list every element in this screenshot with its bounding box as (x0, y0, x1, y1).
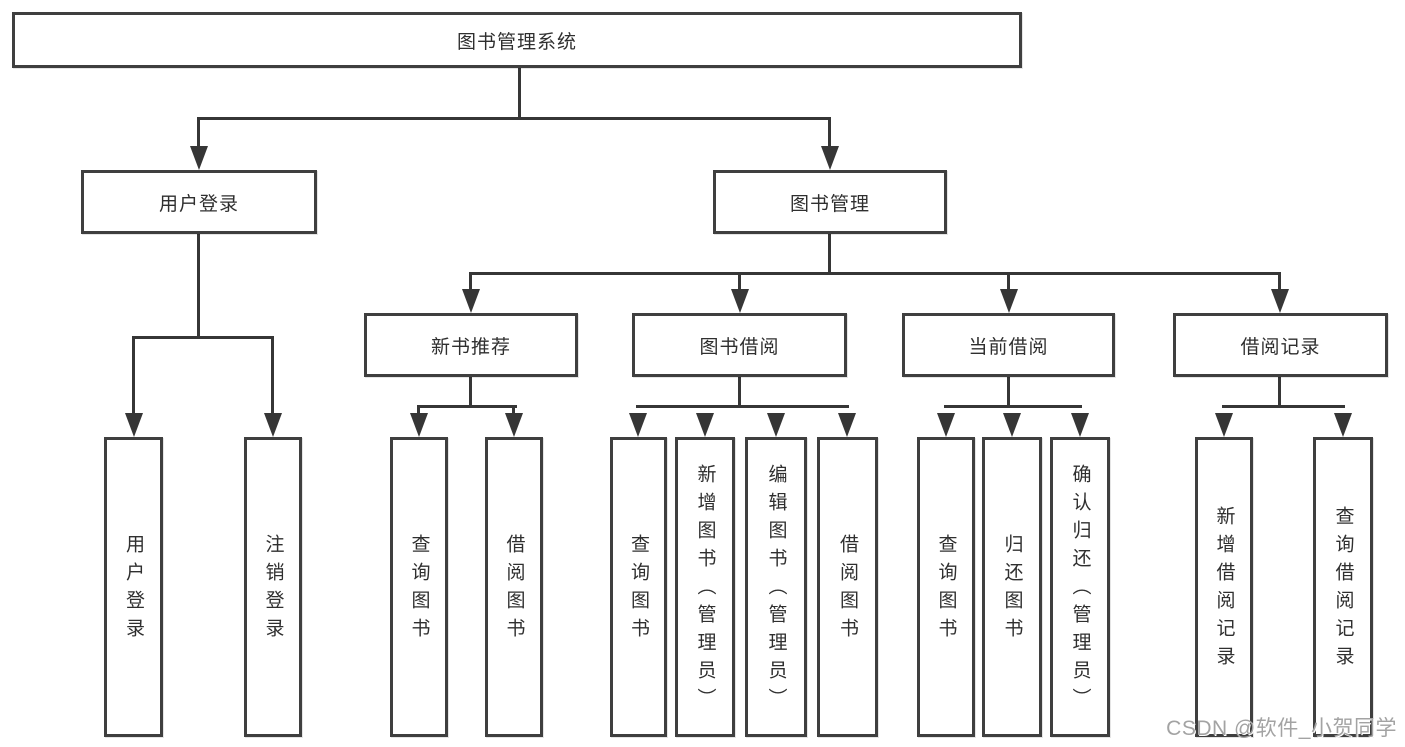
arrow-down-icon (937, 413, 955, 437)
connector-line (828, 117, 831, 149)
connector-line (512, 405, 515, 416)
arrow-down-icon (190, 146, 208, 170)
arrow-down-icon (767, 413, 785, 437)
leaf-label: 新增图书（管理员） (694, 464, 716, 716)
connector-line (944, 405, 1082, 408)
arrow-down-icon (696, 413, 714, 437)
leaf-edit-books-admin: 编辑图书（管理员） (745, 437, 807, 737)
arrow-down-icon (838, 413, 856, 437)
connector-line (469, 272, 472, 292)
node-borrow-records: 借阅记录 (1173, 313, 1388, 377)
arrow-down-icon (264, 413, 282, 437)
leaf-query-books: 查询图书 (917, 437, 975, 737)
leaf-query-books: 查询图书 (390, 437, 448, 737)
node-new-book-recommend: 新书推荐 (364, 313, 578, 377)
node-book-management: 图书管理 (713, 170, 947, 234)
arrow-down-icon (1334, 413, 1352, 437)
arrow-down-icon (821, 146, 839, 170)
connector-line (738, 272, 741, 292)
connector-line (469, 377, 472, 408)
leaf-label: 查询图书 (408, 534, 430, 646)
leaf-query-borrow-record: 查询借阅记录 (1313, 437, 1373, 737)
leaf-label: 查询图书 (935, 534, 957, 646)
leaf-label: 确认归还（管理员） (1069, 464, 1091, 716)
node-root: 图书管理系统 (12, 12, 1022, 68)
connector-line (132, 336, 274, 339)
connector-line (417, 405, 420, 416)
leaf-borrow-books: 借阅图书 (485, 437, 543, 737)
connector-line (197, 117, 200, 149)
connector-line (828, 233, 831, 274)
node-label: 图书管理 (789, 193, 870, 215)
node-label: 用户登录 (158, 193, 239, 215)
connector-line (197, 234, 200, 338)
connector-line (518, 68, 521, 120)
leaf-add-books-admin: 新增图书（管理员） (675, 437, 735, 737)
arrow-down-icon (1003, 413, 1021, 437)
connector-line (417, 405, 517, 408)
leaf-confirm-return-admin: 确认归还（管理员） (1050, 437, 1110, 737)
arrow-down-icon (505, 413, 523, 437)
arrow-down-icon (629, 413, 647, 437)
connector-line (469, 272, 1281, 275)
node-current-borrowing: 当前借阅 (902, 313, 1115, 377)
connector-line (132, 336, 135, 416)
connector-line (636, 405, 849, 408)
leaf-label: 查询图书 (628, 534, 649, 646)
leaf-query-books: 查询图书 (610, 437, 667, 737)
leaf-label: 新增借阅记录 (1213, 506, 1235, 674)
arrow-down-icon (462, 289, 480, 313)
node-label: 当前借阅 (968, 336, 1049, 358)
leaf-user-login: 用户登录 (104, 437, 163, 737)
leaf-label: 借阅图书 (503, 534, 525, 646)
leaf-label: 归还图书 (1001, 534, 1023, 646)
connector-line (1007, 272, 1010, 292)
node-root-label: 图书管理系统 (456, 31, 577, 53)
leaf-borrow-books: 借阅图书 (817, 437, 878, 737)
leaf-return-books: 归还图书 (982, 437, 1042, 737)
connector-line (1278, 377, 1281, 408)
connector-line (1222, 405, 1345, 408)
arrow-down-icon (731, 289, 749, 313)
connector-line (1007, 377, 1010, 408)
arrow-down-icon (410, 413, 428, 437)
node-label: 图书借阅 (699, 336, 780, 358)
leaf-label: 借阅图书 (837, 534, 858, 646)
arrow-down-icon (1000, 289, 1018, 313)
arrow-down-icon (1271, 289, 1289, 313)
leaf-add-borrow-record: 新增借阅记录 (1195, 437, 1253, 737)
arrow-down-icon (125, 413, 143, 437)
connector-line (738, 377, 741, 408)
leaf-logout: 注销登录 (244, 437, 302, 737)
leaf-label: 查询借阅记录 (1332, 506, 1354, 674)
node-label: 借阅记录 (1240, 336, 1321, 358)
arrow-down-icon (1215, 413, 1233, 437)
leaf-label: 注销登录 (262, 534, 284, 646)
connector-line (271, 336, 274, 416)
node-user-login: 用户登录 (81, 170, 317, 234)
arrow-down-icon (1071, 413, 1089, 437)
connector-line (1278, 272, 1281, 292)
node-book-borrowing: 图书借阅 (632, 313, 847, 377)
connector-line (197, 117, 831, 120)
leaf-label: 用户登录 (123, 534, 144, 646)
watermark: CSDN @软件_小贺同学 (1166, 717, 1397, 740)
leaf-label: 编辑图书（管理员） (765, 464, 787, 716)
node-label: 新书推荐 (430, 336, 511, 358)
